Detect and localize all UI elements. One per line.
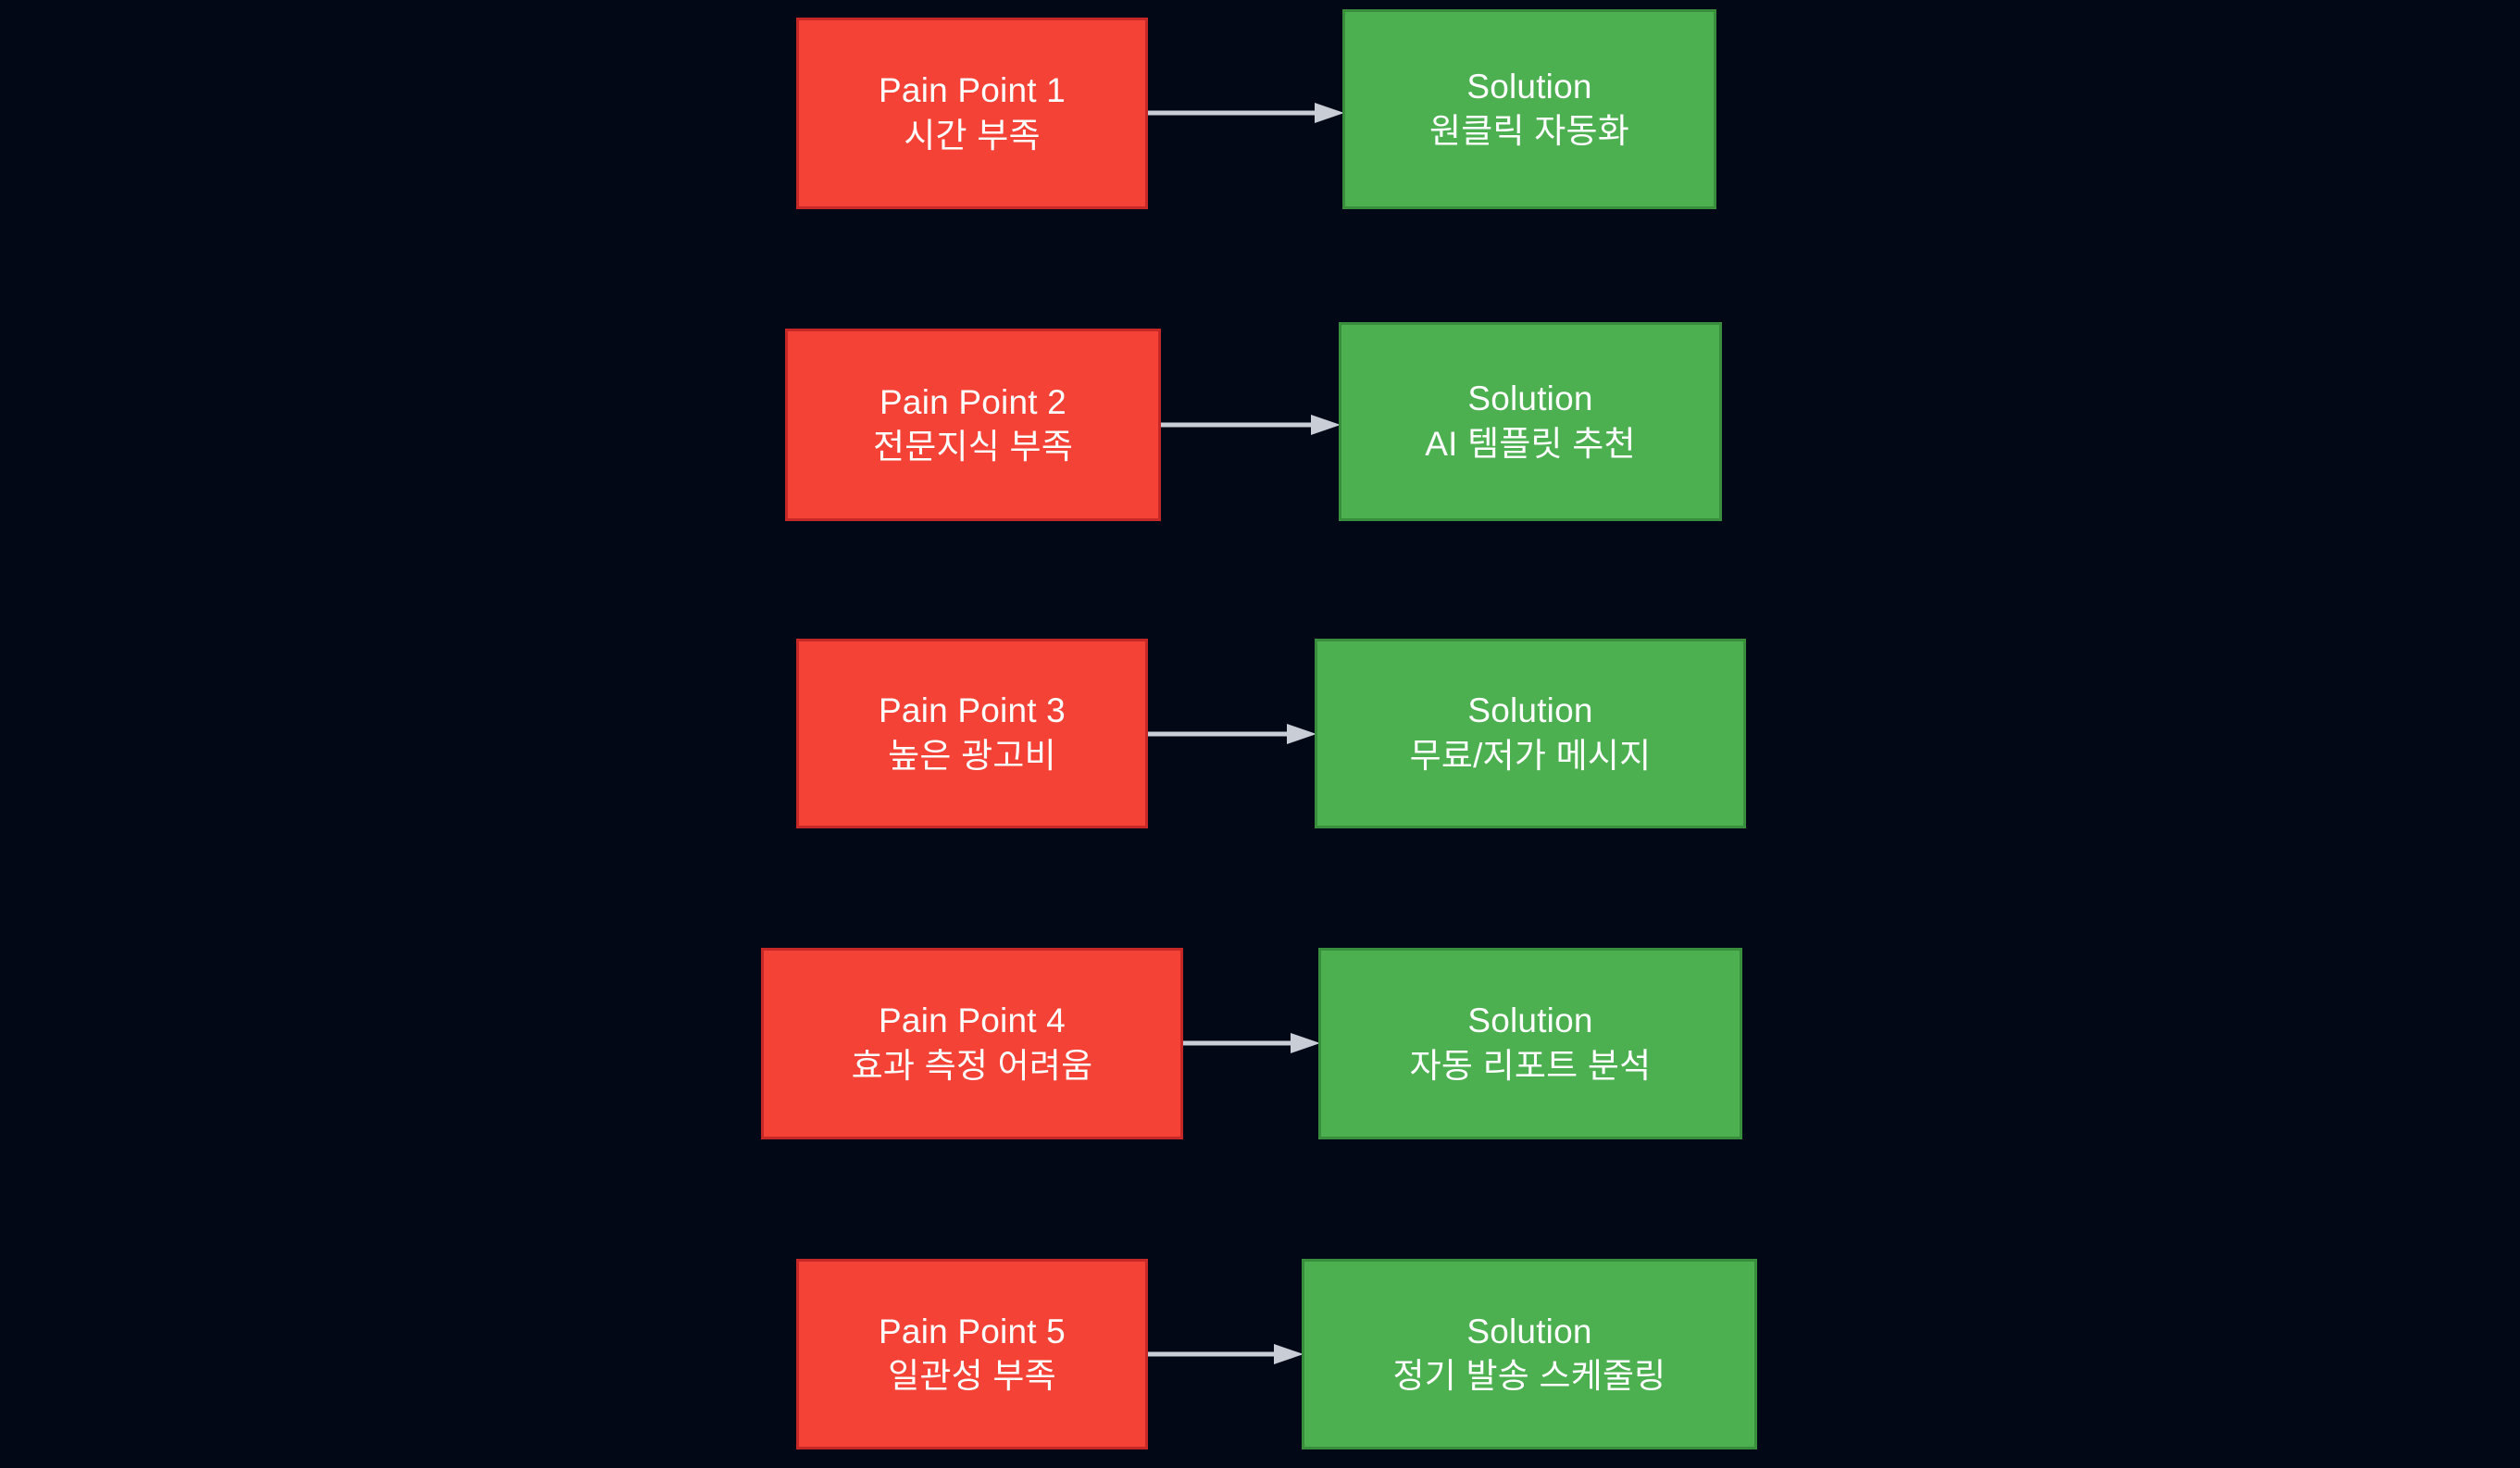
solution-detail-2: AI 템플릿 추천	[1425, 424, 1636, 463]
pain-point-node-2[interactable]: Pain Point 2 전문지식 부족	[785, 329, 1161, 521]
pain-point-detail-2: 전문지식 부족	[873, 428, 1073, 466]
arrow-connector-1	[1148, 103, 1344, 123]
solution-node-4[interactable]: Solution 자동 리포트 분석	[1318, 948, 1742, 1139]
solution-heading-3: Solution	[1467, 691, 1593, 730]
solution-heading-1: Solution	[1466, 67, 1592, 106]
pain-point-node-5[interactable]: Pain Point 5 일관성 부족	[796, 1259, 1148, 1449]
solution-detail-1: 원클릭 자동화	[1429, 112, 1629, 150]
solution-heading-5: Solution	[1466, 1312, 1592, 1350]
pain-point-node-1[interactable]: Pain Point 1 시간 부족	[796, 18, 1148, 209]
solution-detail-3: 무료/저가 메시지	[1409, 736, 1652, 775]
solution-detail-4: 자동 리포트 분석	[1409, 1046, 1652, 1085]
pain-point-heading-4: Pain Point 4	[879, 1001, 1066, 1040]
arrow-connector-5	[1148, 1344, 1304, 1364]
pain-point-heading-3: Pain Point 3	[879, 691, 1066, 730]
arrow-connector-4	[1183, 1033, 1320, 1053]
arrow-connector-2	[1161, 415, 1341, 435]
solution-detail-5: 정기 발송 스케줄링	[1392, 1357, 1666, 1395]
arrow-connector-3	[1148, 724, 1316, 744]
pain-point-detail-4: 효과 측정 어려움	[851, 1046, 1093, 1085]
solution-node-1[interactable]: Solution 원클릭 자동화	[1342, 9, 1716, 209]
pain-point-detail-3: 높은 광고비	[888, 736, 1056, 775]
pain-point-detail-5: 일관성 부족	[888, 1357, 1056, 1395]
solution-node-5[interactable]: Solution 정기 발송 스케줄링	[1302, 1259, 1757, 1449]
pain-point-heading-2: Pain Point 2	[880, 382, 1067, 421]
solution-node-3[interactable]: Solution 무료/저가 메시지	[1315, 639, 1746, 828]
solution-heading-4: Solution	[1467, 1001, 1593, 1040]
solution-node-2[interactable]: Solution AI 템플릿 추천	[1339, 322, 1722, 521]
pain-point-heading-5: Pain Point 5	[879, 1312, 1066, 1350]
pain-point-heading-1: Pain Point 1	[879, 71, 1066, 110]
pain-point-detail-1: 시간 부족	[904, 116, 1041, 155]
pain-point-node-4[interactable]: Pain Point 4 효과 측정 어려움	[761, 948, 1183, 1139]
pain-point-node-3[interactable]: Pain Point 3 높은 광고비	[796, 639, 1148, 828]
solution-heading-2: Solution	[1467, 379, 1593, 418]
